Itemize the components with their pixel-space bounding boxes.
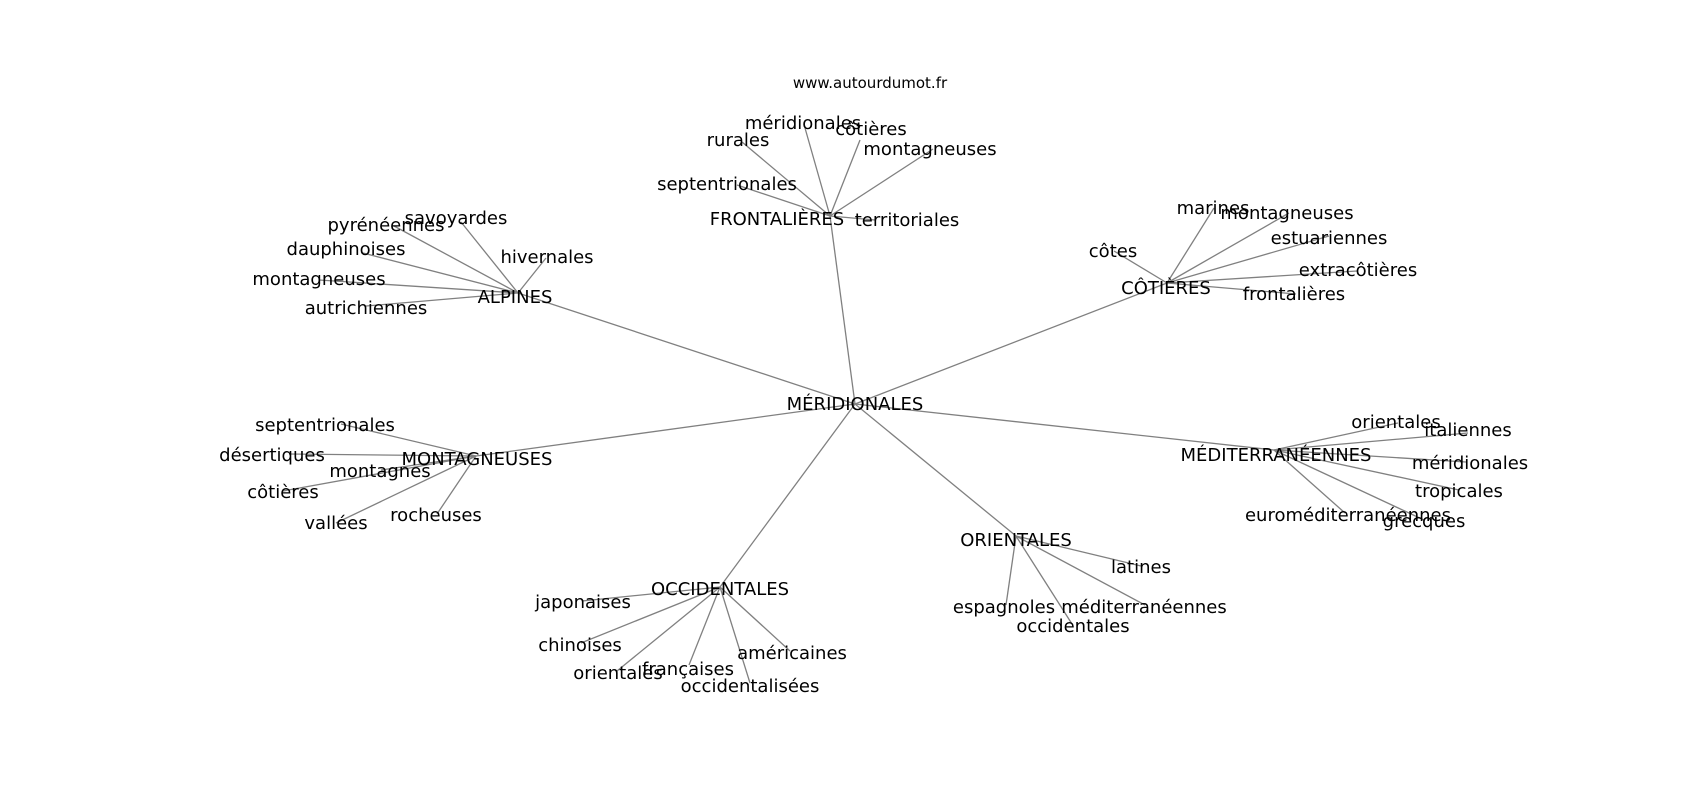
leaf-node-label: japonaises — [534, 592, 631, 613]
edge-hub-leaf — [393, 225, 519, 294]
hub-node-label: ALPINES — [478, 287, 553, 308]
leaf-node-label: rurales — [707, 130, 770, 151]
edge-hub-leaf — [460, 221, 519, 294]
leaf-node-label: frontalières — [1243, 284, 1345, 305]
hub-node-label: CÔTIÈRES — [1121, 277, 1211, 299]
edge-hub-leaf — [829, 139, 861, 217]
edge-center-hub — [854, 403, 1017, 537]
leaf-node-label: côtières — [835, 119, 907, 140]
edge-center-hub — [475, 403, 856, 457]
leaf-node-label: pyrénéennes — [328, 215, 445, 236]
edge-center-hub — [517, 292, 856, 405]
edge-hub-leaf — [1273, 422, 1399, 451]
leaf-node-label: grecques — [1383, 511, 1466, 532]
leaf-node-label: italiennes — [1424, 420, 1511, 441]
leaf-node-label: chinoises — [538, 635, 622, 656]
leaf-node-label: marines — [1177, 198, 1250, 219]
edge-hub-leaf — [1166, 207, 1215, 284]
edge-hub-leaf — [1015, 535, 1146, 606]
leaf-node-label: montagneuses — [1220, 203, 1353, 224]
hub-node-label: OCCIDENTALES — [651, 579, 789, 600]
watermark: www.autourdumot.fr — [793, 74, 948, 92]
leaf-node-label: vallées — [304, 513, 367, 534]
edge-hub-leaf — [1273, 432, 1469, 451]
edge-hub-leaf — [1015, 535, 1142, 567]
edge-hub-leaf — [1166, 270, 1358, 284]
edge-hub-leaf — [288, 453, 477, 457]
leaf-node-label: septentrionales — [657, 174, 797, 195]
edge-hub-leaf — [719, 586, 751, 684]
edge-hub-leaf — [318, 279, 519, 294]
leaf-node-label: occidentales — [1016, 616, 1129, 637]
edge-hub-leaf — [1015, 535, 1073, 625]
edge-hub-leaf — [517, 257, 547, 294]
edge-hub-leaf — [1005, 535, 1017, 606]
graph-edges — [282, 127, 1469, 684]
edge-hub-leaf — [282, 455, 477, 492]
leaf-node-label: orientales — [573, 663, 662, 684]
leaf-node-label: septentrionales — [255, 415, 395, 436]
edge-hub-leaf — [340, 423, 477, 457]
leaf-node-label: latines — [1111, 557, 1171, 578]
hub-node-label: MONTAGNEUSES — [402, 449, 553, 470]
leaf-node-label: montagneuses — [863, 139, 996, 160]
edge-center-hub — [829, 215, 856, 405]
edge-hub-leaf — [436, 455, 477, 515]
leaf-node-label: territoriales — [855, 210, 960, 231]
leaf-node-label: montagneuses — [252, 269, 385, 290]
leaf-node-label: occidentalisées — [681, 676, 820, 697]
edge-hub-leaf — [616, 586, 721, 672]
leaf-node-label: tropicales — [1415, 481, 1503, 502]
leaf-node-label: estuariennes — [1271, 228, 1388, 249]
leaf-node-label: méridionales — [745, 113, 861, 134]
edge-hub-leaf — [719, 586, 791, 652]
leaf-node-label: montagnes — [329, 461, 430, 482]
edge-hub-leaf — [804, 127, 831, 217]
leaf-node-label: savoyardes — [405, 208, 508, 229]
edge-hub-leaf — [1113, 250, 1168, 284]
hub-node-label: MÉDITERRANÉENNES — [1181, 444, 1372, 466]
leaf-node-label: américaines — [737, 643, 847, 664]
edge-center-hub — [854, 282, 1168, 405]
edge-hub-leaf — [829, 148, 934, 217]
leaf-node-label: autrichiennes — [305, 298, 428, 319]
edge-hub-leaf — [365, 292, 519, 307]
leaf-node-label: orientales — [1351, 412, 1440, 433]
graph-labels: MÉRIDIONALESFRONTALIÈRESméridionalescôti… — [219, 113, 1528, 697]
edge-hub-leaf — [1273, 449, 1467, 463]
leaf-node-label: rocheuses — [390, 505, 482, 526]
leaf-node-label: hivernales — [500, 247, 593, 268]
edge-center-hub — [719, 403, 856, 588]
edge-hub-leaf — [741, 141, 831, 217]
leaf-node-label: dauphinoises — [287, 239, 406, 260]
edge-hub-leaf — [1273, 449, 1460, 491]
leaf-node-label: françaises — [642, 659, 734, 680]
edge-hub-leaf — [1273, 449, 1346, 514]
edge-hub-leaf — [335, 455, 477, 524]
edge-hub-leaf — [1273, 449, 1425, 521]
edge-hub-leaf — [736, 184, 831, 217]
edge-hub-leaf — [1166, 235, 1330, 284]
leaf-node-label: côtières — [247, 482, 319, 503]
leaf-node-label: désertiques — [219, 445, 325, 466]
leaf-node-label: euroméditerranéennes — [1245, 505, 1451, 526]
edge-center-hub — [854, 403, 1275, 451]
edge-hub-leaf — [688, 586, 721, 666]
edge-hub-leaf — [581, 586, 721, 602]
edge-hub-leaf — [362, 252, 519, 294]
leaf-node-label: extracôtières — [1299, 260, 1417, 281]
leaf-node-label: espagnoles — [953, 597, 1055, 618]
edge-hub-leaf — [580, 586, 721, 644]
leaf-node-label: côtes — [1089, 241, 1137, 262]
hub-node-label: ORIENTALES — [960, 530, 1072, 551]
hub-node-label: FRONTALIÈRES — [710, 208, 844, 230]
center-node-label: MÉRIDIONALES — [787, 393, 924, 415]
leaf-node-label: méditerranéennes — [1061, 597, 1227, 618]
edge-hub-leaf — [1166, 212, 1290, 284]
edge-hub-leaf — [1166, 282, 1297, 295]
edge-hub-leaf — [829, 215, 876, 221]
leaf-node-label: méridionales — [1412, 453, 1528, 474]
